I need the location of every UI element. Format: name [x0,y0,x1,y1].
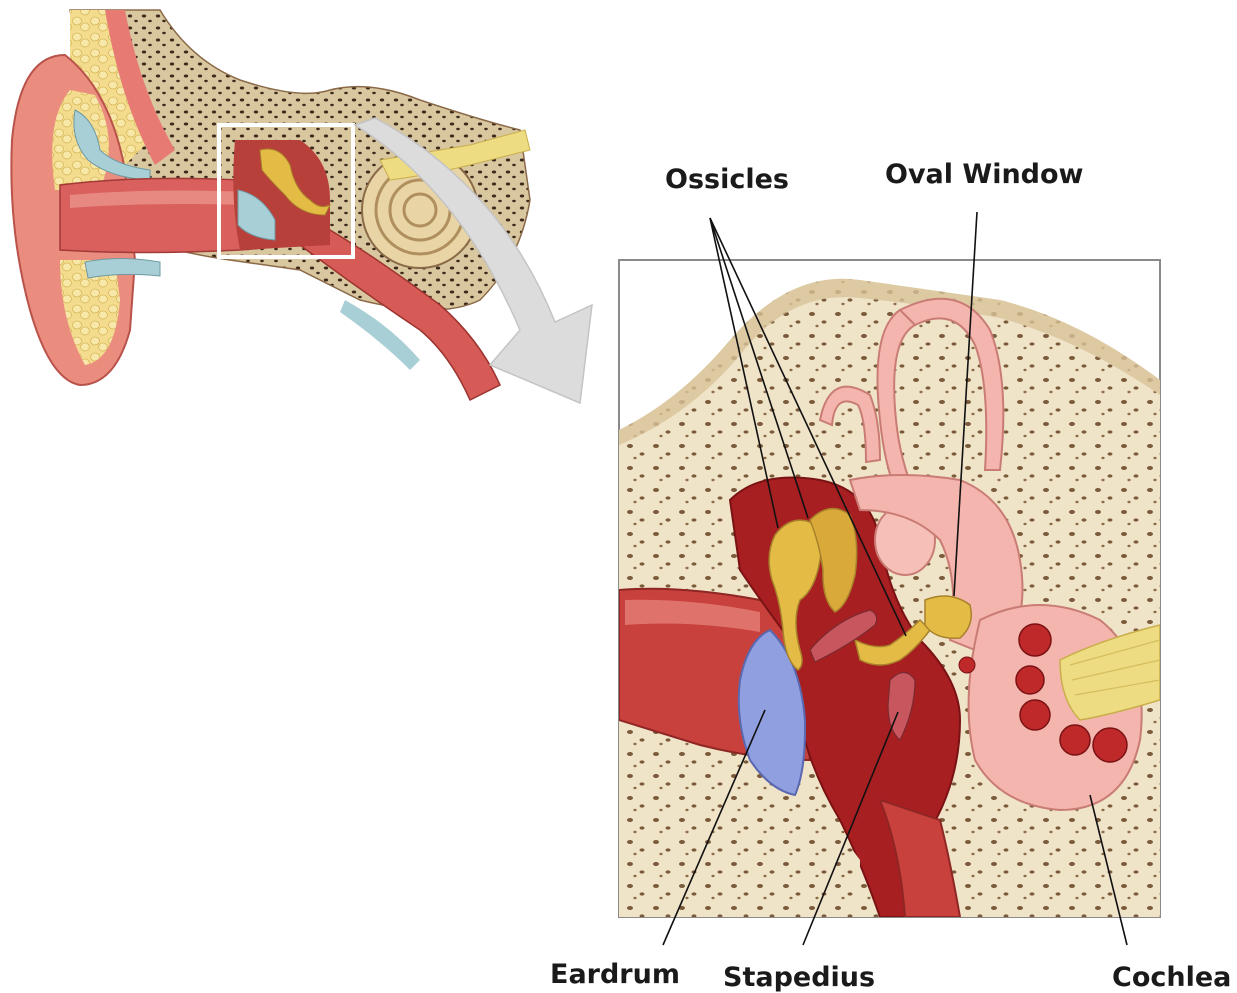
label-eardrum: Eardrum [550,959,680,990]
inset-panel [619,260,1160,917]
label-cochlea: Cochlea [1112,962,1231,993]
label-oval-window: Oval Window [885,159,1084,190]
label-ossicles: Ossicles [665,164,789,195]
label-stapedius: Stapedius [723,962,875,993]
stapes-footplate [925,596,971,638]
